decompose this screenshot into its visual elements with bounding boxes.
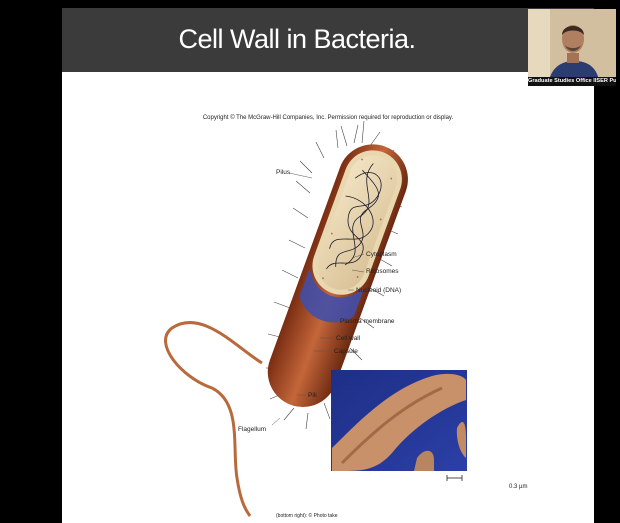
label-cell-wall: Cell wall bbox=[336, 335, 360, 342]
image-credit: (bottom right): © Photo take bbox=[276, 513, 338, 519]
label-capsule: Capsule bbox=[334, 348, 358, 355]
presenter-avatar bbox=[528, 9, 616, 86]
label-ribosomes: Ribosomes bbox=[366, 268, 399, 275]
label-pili: Pili bbox=[308, 392, 317, 399]
bacterium-diagram bbox=[62, 8, 594, 523]
presenter-name: Graduate Studies Office IISER Pune bbox=[528, 77, 616, 86]
presenter-video[interactable]: Graduate Studies Office IISER Pune bbox=[528, 9, 616, 86]
label-flagellum: Flagellum bbox=[238, 426, 266, 433]
label-pilus: Pilus bbox=[276, 169, 290, 176]
scale-bar-label: 0.3 µm bbox=[509, 484, 527, 490]
label-plasma-membrane: Plasma membrane bbox=[340, 318, 395, 325]
label-nucleoid: Nucleoid (DNA) bbox=[356, 287, 401, 294]
electron-micrograph bbox=[331, 370, 467, 471]
flagellum-shape bbox=[166, 323, 262, 516]
label-cytoplasm: Cytoplasm bbox=[366, 251, 397, 258]
presentation-slide: Cell Wall in Bacteria. Copyright © The M… bbox=[62, 8, 594, 523]
